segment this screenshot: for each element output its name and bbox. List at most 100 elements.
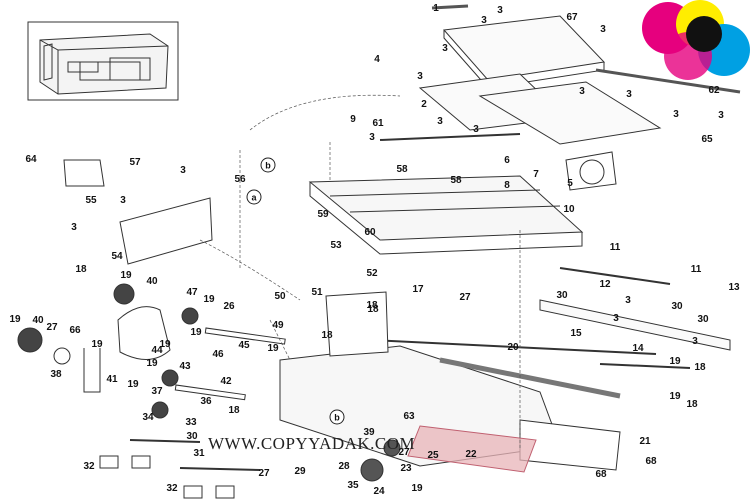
callout-26: 26 — [223, 301, 235, 312]
callout-60: 60 — [364, 227, 376, 238]
callout-3: 3 — [417, 71, 423, 82]
callout-18: 18 — [686, 399, 698, 410]
printer-overview-inset — [27, 21, 179, 101]
callout-17: 17 — [412, 284, 424, 295]
callout-18: 18 — [367, 304, 379, 315]
leader-lines — [199, 94, 521, 450]
callout-39: 39 — [363, 427, 375, 438]
callout-18: 18 — [694, 362, 706, 373]
callout-18: 18 — [75, 264, 87, 275]
callout-10: 10 — [563, 204, 575, 215]
callout-11: 11 — [690, 264, 702, 275]
callout-35: 35 — [347, 480, 359, 491]
drive-gears-left — [17, 61, 286, 419]
callout-61: 61 — [372, 118, 384, 129]
callout-58: 58 — [450, 175, 462, 186]
callout-3: 3 — [369, 132, 375, 143]
callout-51: 51 — [311, 287, 323, 298]
callout-45: 45 — [238, 340, 250, 351]
callout-6: 6 — [504, 155, 510, 166]
callout-27: 27 — [258, 468, 270, 479]
callout-3: 3 — [497, 5, 503, 16]
callout-3: 3 — [613, 313, 619, 324]
callout-30: 30 — [697, 314, 709, 325]
callout-25: 25 — [427, 450, 439, 461]
callout-3: 3 — [718, 110, 724, 121]
callout-38: 38 — [50, 369, 62, 380]
callout-22: 22 — [465, 449, 477, 460]
main-frame-assembly — [308, 133, 617, 255]
callout-40: 40 — [32, 315, 44, 326]
callout-64: 64 — [25, 154, 37, 165]
callout-32: 32 — [83, 461, 95, 472]
callout-19: 19 — [127, 379, 139, 390]
callout-58: 58 — [396, 164, 408, 175]
callout-53: 53 — [330, 240, 342, 251]
callout-19: 19 — [9, 314, 21, 325]
callout-59: 59 — [317, 209, 329, 220]
callout-3: 3 — [600, 24, 606, 35]
callout-1: 1 — [433, 3, 439, 14]
callout-3: 3 — [692, 336, 698, 347]
callout-19: 19 — [411, 483, 423, 494]
callout-20: 20 — [507, 342, 519, 353]
callout-32: 32 — [166, 483, 178, 494]
callout-3: 3 — [473, 124, 479, 135]
callout-19: 19 — [190, 327, 202, 338]
callout-15: 15 — [570, 328, 582, 339]
callout-67: 67 — [566, 12, 578, 23]
callout-68: 68 — [595, 469, 607, 480]
callout-21: 21 — [639, 436, 651, 447]
callout-24: 24 — [373, 486, 385, 497]
callout-8: 8 — [504, 180, 510, 191]
bottom-gear-cluster — [99, 439, 401, 499]
callout-29: 29 — [294, 466, 306, 477]
callout-3: 3 — [626, 89, 632, 100]
callout-19: 19 — [267, 343, 279, 354]
callout-68: 68 — [645, 456, 657, 467]
callout-23: 23 — [400, 463, 412, 474]
callout-4: 4 — [374, 54, 380, 65]
callout-65: 65 — [701, 134, 713, 145]
top-cover-assembly — [418, 4, 741, 145]
highlighted-part-22 — [407, 425, 537, 473]
callout-19: 19 — [669, 391, 681, 402]
callout-3: 3 — [71, 222, 77, 233]
callout-55: 55 — [85, 195, 97, 206]
callout-3: 3 — [481, 15, 487, 26]
callout-46: 46 — [212, 349, 224, 360]
callout-19: 19 — [203, 294, 215, 305]
callout-27: 27 — [398, 447, 410, 458]
callout-3: 3 — [673, 109, 679, 120]
callout-14: 14 — [632, 343, 644, 354]
callout-47: 47 — [186, 287, 198, 298]
marker-b: b — [260, 157, 276, 173]
callout-19: 19 — [159, 339, 171, 350]
callout-49: 49 — [272, 320, 284, 331]
callout-19: 19 — [91, 339, 103, 350]
marker-a: a — [246, 189, 262, 205]
callout-3: 3 — [120, 195, 126, 206]
callout-63: 63 — [403, 411, 415, 422]
callout-7: 7 — [533, 169, 539, 180]
callout-43: 43 — [179, 361, 191, 372]
callout-11: 11 — [609, 242, 621, 253]
callout-18: 18 — [228, 405, 240, 416]
callout-27: 27 — [459, 292, 471, 303]
callout-3: 3 — [579, 86, 585, 97]
callout-33: 33 — [185, 417, 197, 428]
callout-2: 2 — [421, 99, 427, 110]
callout-52: 52 — [366, 268, 378, 279]
callout-41: 41 — [106, 374, 118, 385]
callout-19: 19 — [146, 358, 158, 369]
callout-3: 3 — [442, 43, 448, 54]
callout-5: 5 — [567, 178, 573, 189]
callout-37: 37 — [151, 386, 163, 397]
callout-3: 3 — [180, 165, 186, 176]
callout-30: 30 — [186, 431, 198, 442]
marker-b: b — [329, 409, 345, 425]
callout-28: 28 — [338, 461, 350, 472]
callout-9: 9 — [350, 114, 356, 125]
callout-42: 42 — [220, 376, 232, 387]
callout-54: 54 — [111, 251, 123, 262]
